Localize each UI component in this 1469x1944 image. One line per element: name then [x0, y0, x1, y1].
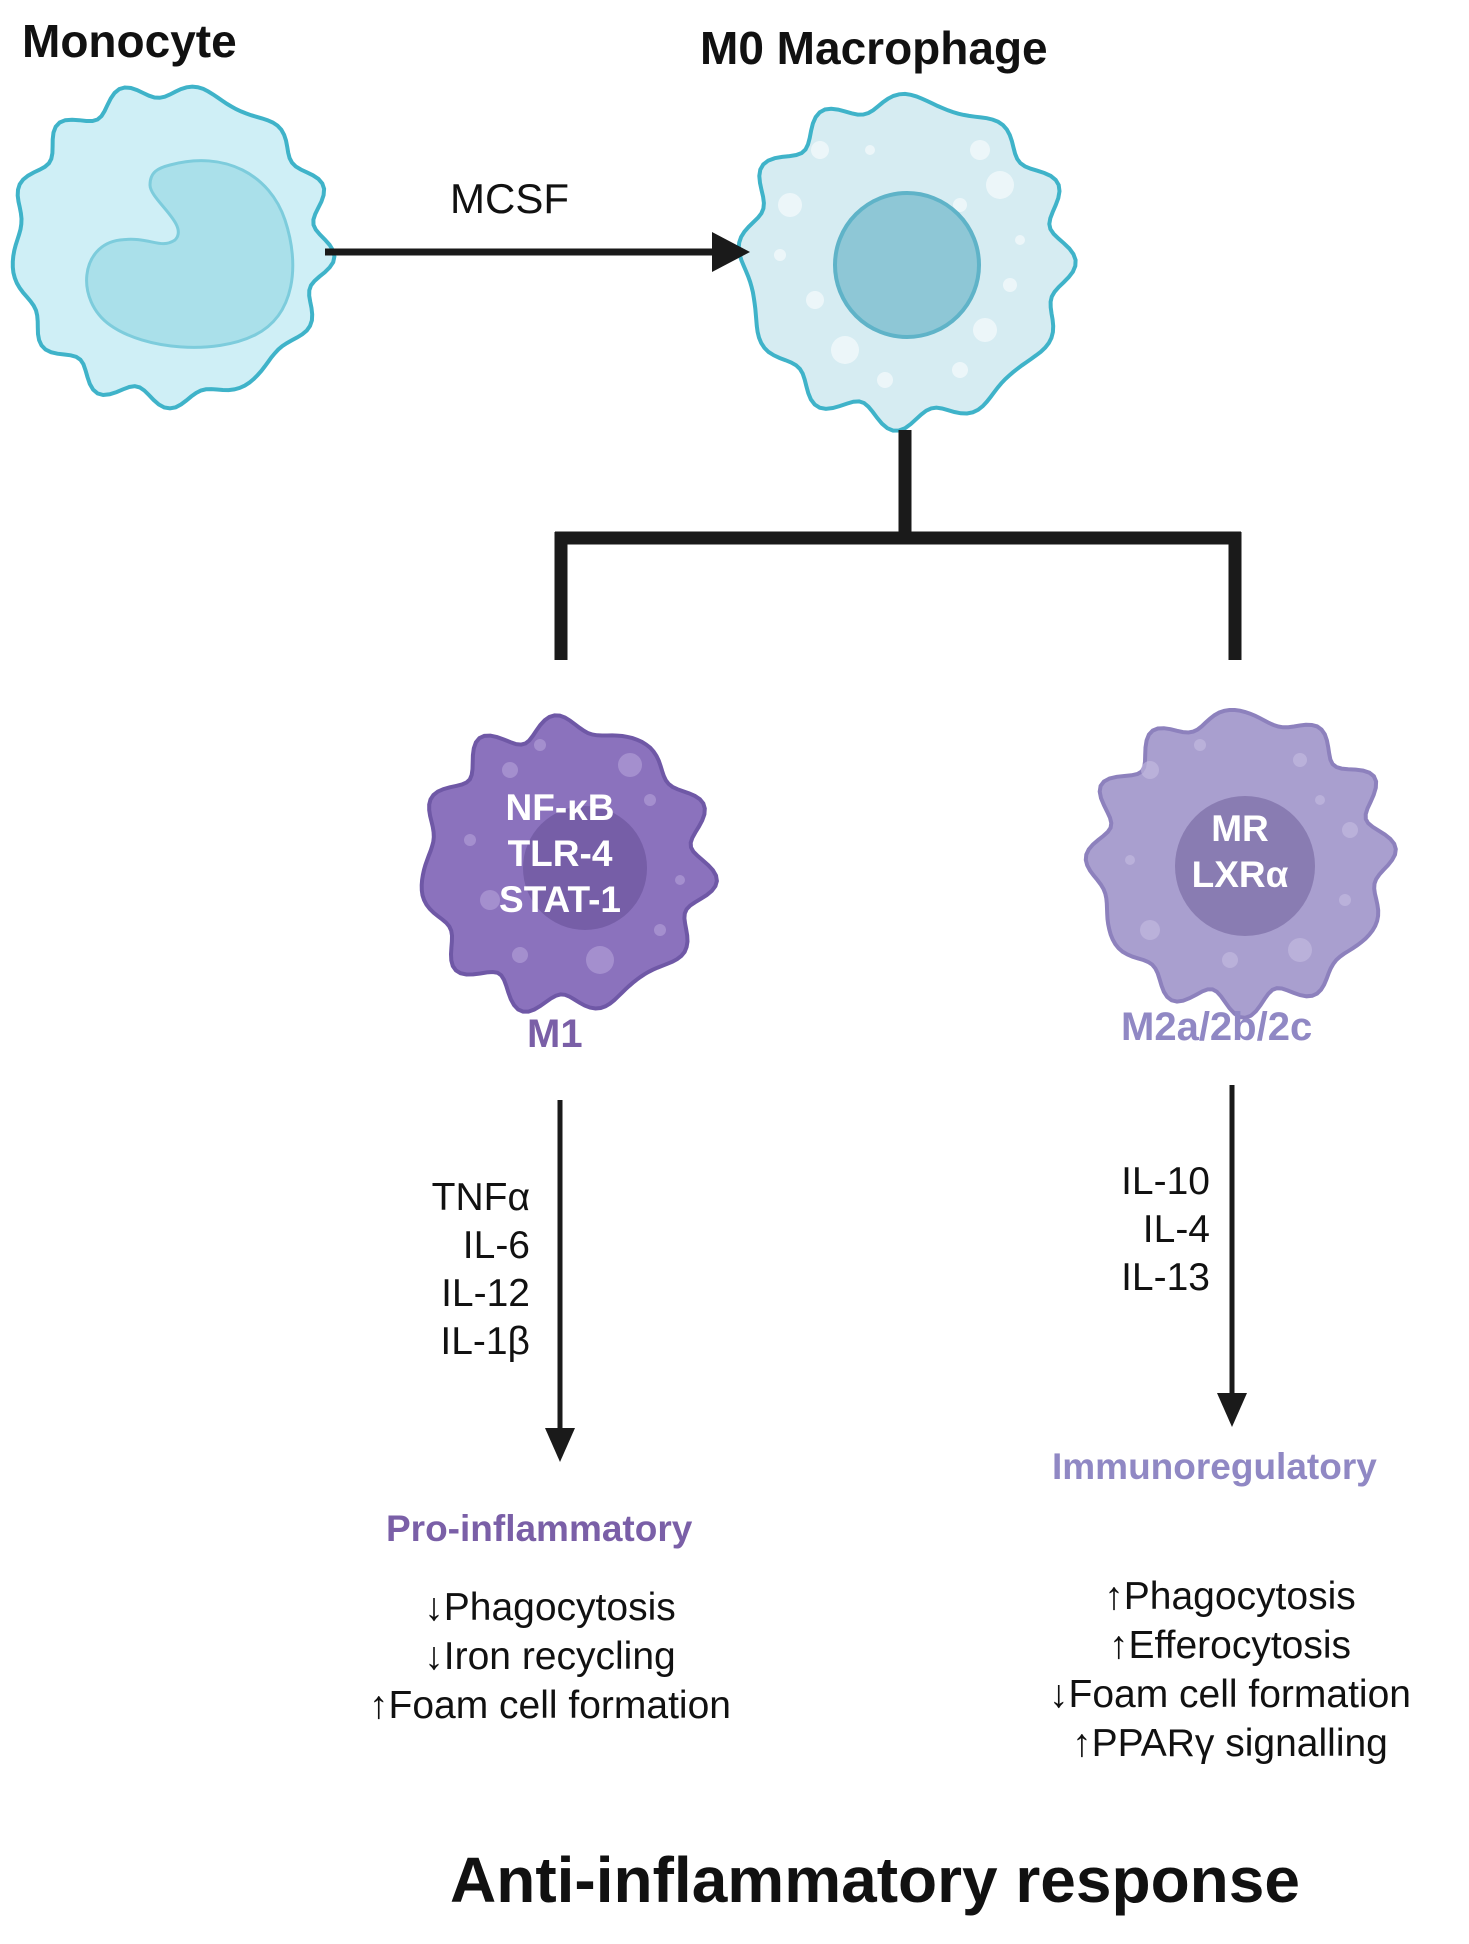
vesicle — [534, 739, 546, 751]
vesicle — [952, 362, 968, 378]
m0-vesicles — [774, 140, 1025, 388]
m1-cytokine: IL-6 — [462, 1224, 530, 1267]
vesicle — [1125, 855, 1135, 865]
vesicle — [986, 171, 1014, 199]
m1-name: M1 — [527, 1012, 583, 1056]
vesicle — [831, 336, 859, 364]
m1-vesicles — [464, 739, 685, 974]
m2-effects: ↑Phagocytosis ↑Efferocytosis ↓Foam cell … — [1000, 1572, 1460, 1768]
vesicle — [811, 141, 829, 159]
vesicle — [774, 249, 786, 261]
m1-cytokine-list: TNFα IL-6 IL-12 IL-1β — [380, 1174, 530, 1366]
vesicle — [464, 834, 476, 846]
vesicle — [1288, 938, 1312, 962]
m2-effect: ↓Foam cell formation — [1049, 1673, 1411, 1716]
m1-marker: NF-κB — [505, 787, 615, 828]
vesicle — [512, 947, 528, 963]
m1-macrophage-cell-icon — [419, 713, 719, 1014]
vesicle — [865, 145, 875, 155]
m1-output-arrow — [545, 1100, 575, 1462]
m2-effect: ↑Efferocytosis — [1108, 1624, 1352, 1667]
mcsf-label: MCSF — [450, 175, 569, 222]
m2-outcome: Immunoregulatory — [1052, 1446, 1377, 1487]
vesicle — [1293, 753, 1307, 767]
m2-effect: ↑Phagocytosis — [1104, 1575, 1356, 1618]
m1-effect: ↑Foam cell formation — [369, 1684, 731, 1727]
monocyte-cell-icon — [10, 84, 337, 411]
vesicle — [675, 875, 685, 885]
m2-markers: MR LXRα — [1150, 806, 1330, 898]
vesicle — [973, 318, 997, 342]
vesicle — [970, 140, 990, 160]
m2-marker: MR — [1211, 808, 1269, 849]
monocyte-title: Monocyte — [22, 15, 237, 67]
vesicle — [1339, 894, 1351, 906]
vesicle — [480, 890, 500, 910]
vesicle — [1222, 952, 1238, 968]
m2-output-arrow — [1217, 1085, 1247, 1427]
m1-markers: NF-κB TLR-4 STAT-1 — [470, 785, 650, 923]
m1-marker: TLR-4 — [507, 833, 613, 874]
monocyte-nucleus — [85, 159, 295, 349]
m2-cytokine: IL-13 — [1121, 1256, 1210, 1299]
m1-cytokine: IL-1β — [440, 1320, 530, 1363]
vesicle — [953, 198, 967, 212]
m2-marker: LXRα — [1191, 854, 1289, 895]
m2-macrophage-cell-icon — [1083, 708, 1398, 1020]
mcsf-arrow — [325, 232, 750, 272]
m1-effect: ↓Iron recycling — [424, 1635, 676, 1678]
vesicle — [1194, 739, 1206, 751]
m2-nucleus — [1175, 796, 1315, 936]
m1-marker: STAT-1 — [499, 879, 621, 920]
vesicle — [1015, 235, 1025, 245]
m2-effect: ↑PPARγ signalling — [1072, 1722, 1388, 1765]
vesicle — [1342, 822, 1358, 838]
m0-macrophage-cell-icon — [736, 91, 1078, 433]
m2-cytokine-list: IL-10 IL-4 IL-13 — [1060, 1158, 1210, 1302]
m1-cytokine: TNFα — [431, 1176, 530, 1219]
m2-vesicles — [1125, 739, 1358, 968]
footer-title: Anti-inflammatory response — [450, 1844, 1300, 1916]
vesicle — [806, 291, 824, 309]
vesicle — [877, 372, 893, 388]
m0-macrophage-title: M0 Macrophage — [700, 22, 1048, 74]
vesicle — [502, 762, 518, 778]
branch-connector — [554, 430, 1242, 660]
vesicle — [1141, 761, 1159, 779]
vesicle — [654, 924, 666, 936]
vesicle — [644, 794, 656, 806]
m1-nucleus — [523, 806, 647, 930]
m1-effect: ↓Phagocytosis — [424, 1586, 676, 1629]
vesicle — [1003, 278, 1017, 292]
m1-cytokine: IL-12 — [441, 1272, 530, 1315]
vesicle — [618, 753, 642, 777]
m1-effects: ↓Phagocytosis ↓Iron recycling ↑Foam cell… — [320, 1583, 780, 1730]
vesicle — [1315, 795, 1325, 805]
m2-name: M2a/2b/2c — [1121, 1005, 1313, 1049]
vesicle — [1140, 920, 1160, 940]
m1-outcome: Pro-inflammatory — [386, 1508, 693, 1549]
m2-cytokine: IL-4 — [1142, 1208, 1210, 1251]
vesicle — [778, 193, 802, 217]
m2-cytokine: IL-10 — [1121, 1160, 1210, 1203]
vesicle — [586, 946, 614, 974]
m0-nucleus — [833, 191, 981, 339]
